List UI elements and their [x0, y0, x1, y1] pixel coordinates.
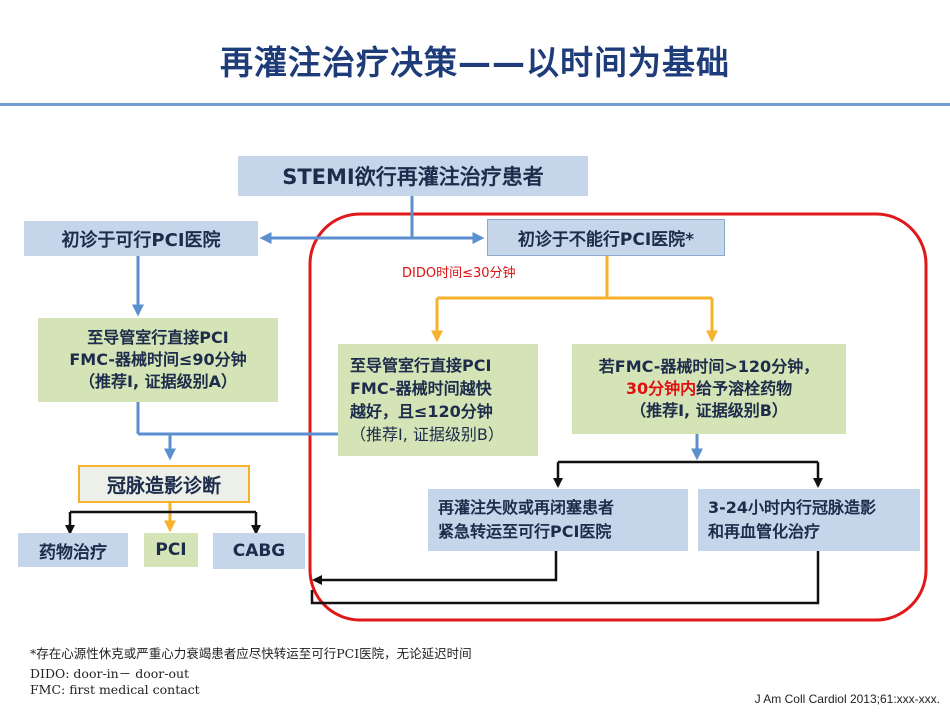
footnote-shock: *存在心源性休克或严重心力衰竭患者应尽快转运至可行PCI医院，无论延迟时间	[30, 646, 472, 661]
direct-pci-mid-line-3: 越好，且≤120分钟	[350, 402, 493, 421]
footnote-fmc: FMC: first medical contact	[30, 682, 200, 697]
routine-line-1: 3-24小时内行冠脉造影	[708, 498, 877, 517]
direct-pci-mid-line-2: FMC-器械时间越快	[350, 379, 492, 398]
page-title: 再灌注治疗决策——以时间为基础	[220, 43, 730, 82]
direct-pci-mid-line-1: 至导管室行直接PCI	[350, 356, 492, 375]
stemi-patient-text: STEMI欲行再灌注治疗患者	[282, 165, 544, 189]
direct-pci-left-line-3: （推荐I, 证据级别A）	[79, 372, 237, 391]
lysis-line-2-rest: 给予溶栓药物	[696, 379, 793, 398]
cabg-box: CABG	[213, 533, 305, 569]
direct-pci-left-box: 至导管室行直接PCI FMC-器械时间≤90分钟 （推荐I, 证据级别A）	[38, 318, 278, 402]
routine-line-2: 和再血管化治疗	[708, 522, 821, 541]
lysis-line-2: 30分钟内给予溶栓药物	[626, 378, 792, 400]
cabg-text: CABG	[232, 541, 286, 561]
pci-treatment-box: PCI	[144, 533, 198, 567]
drug-therapy-text: 药物治疗	[39, 542, 107, 563]
routine-return-line	[310, 551, 820, 605]
non-pci-hospital-box: 初诊于不能行PCI医院*	[487, 219, 725, 256]
non-pci-hospital-text: 初诊于不能行PCI医院*	[517, 230, 695, 250]
lysis-time-highlight: 30分钟内	[625, 379, 697, 398]
pci-capable-hospital-text: 初诊于可行PCI医院	[61, 229, 221, 251]
title-divider	[0, 103, 950, 106]
angiography-box: 冠脉造影诊断	[78, 465, 250, 503]
pci-capable-hospital-box: 初诊于可行PCI医院	[24, 221, 258, 256]
routine-angiography-box: 3-24小时内行冠脉造影 和再血管化治疗	[698, 489, 920, 551]
stemi-patient-box: STEMI欲行再灌注治疗患者	[238, 156, 588, 196]
lysis-line-3: （推荐I, 证据级别B）	[630, 401, 788, 420]
direct-pci-left-line-2: FMC-器械时间≤90分钟	[69, 350, 247, 369]
lysis-line-1: 若FMC-器械时间>120分钟，	[598, 357, 820, 376]
pci-treatment-text: PCI	[155, 540, 187, 560]
dido-time-label: DIDO时间≤30分钟	[402, 266, 516, 281]
rescue-return-line	[312, 551, 558, 585]
citation: J Am Coll Cardiol 2013;61:xxx-xxx.	[754, 692, 940, 706]
rescue-line-2: 紧急转运至可行PCI医院	[438, 522, 612, 541]
rescue-line-1: 再灌注失败或再闭塞患者	[438, 498, 615, 517]
direct-pci-mid-line-4: （推荐I, 证据级别B）	[350, 425, 504, 444]
footnote-dido: DIDO: door-in－ door-out	[30, 666, 190, 681]
non-pci-region-border	[308, 212, 928, 622]
angiography-text: 冠脉造影诊断	[106, 474, 221, 497]
direct-pci-mid-box: 至导管室行直接PCI FMC-器械时间越快 越好，且≤120分钟 （推荐I, 证…	[338, 344, 538, 456]
direct-pci-left-line-1: 至导管室行直接PCI	[87, 328, 229, 347]
rescue-transfer-box: 再灌注失败或再闭塞患者 紧急转运至可行PCI医院	[428, 489, 688, 551]
lysis-box: 若FMC-器械时间>120分钟， 30分钟内给予溶栓药物 （推荐I, 证据级别B…	[572, 344, 846, 434]
drug-therapy-box: 药物治疗	[18, 533, 128, 567]
